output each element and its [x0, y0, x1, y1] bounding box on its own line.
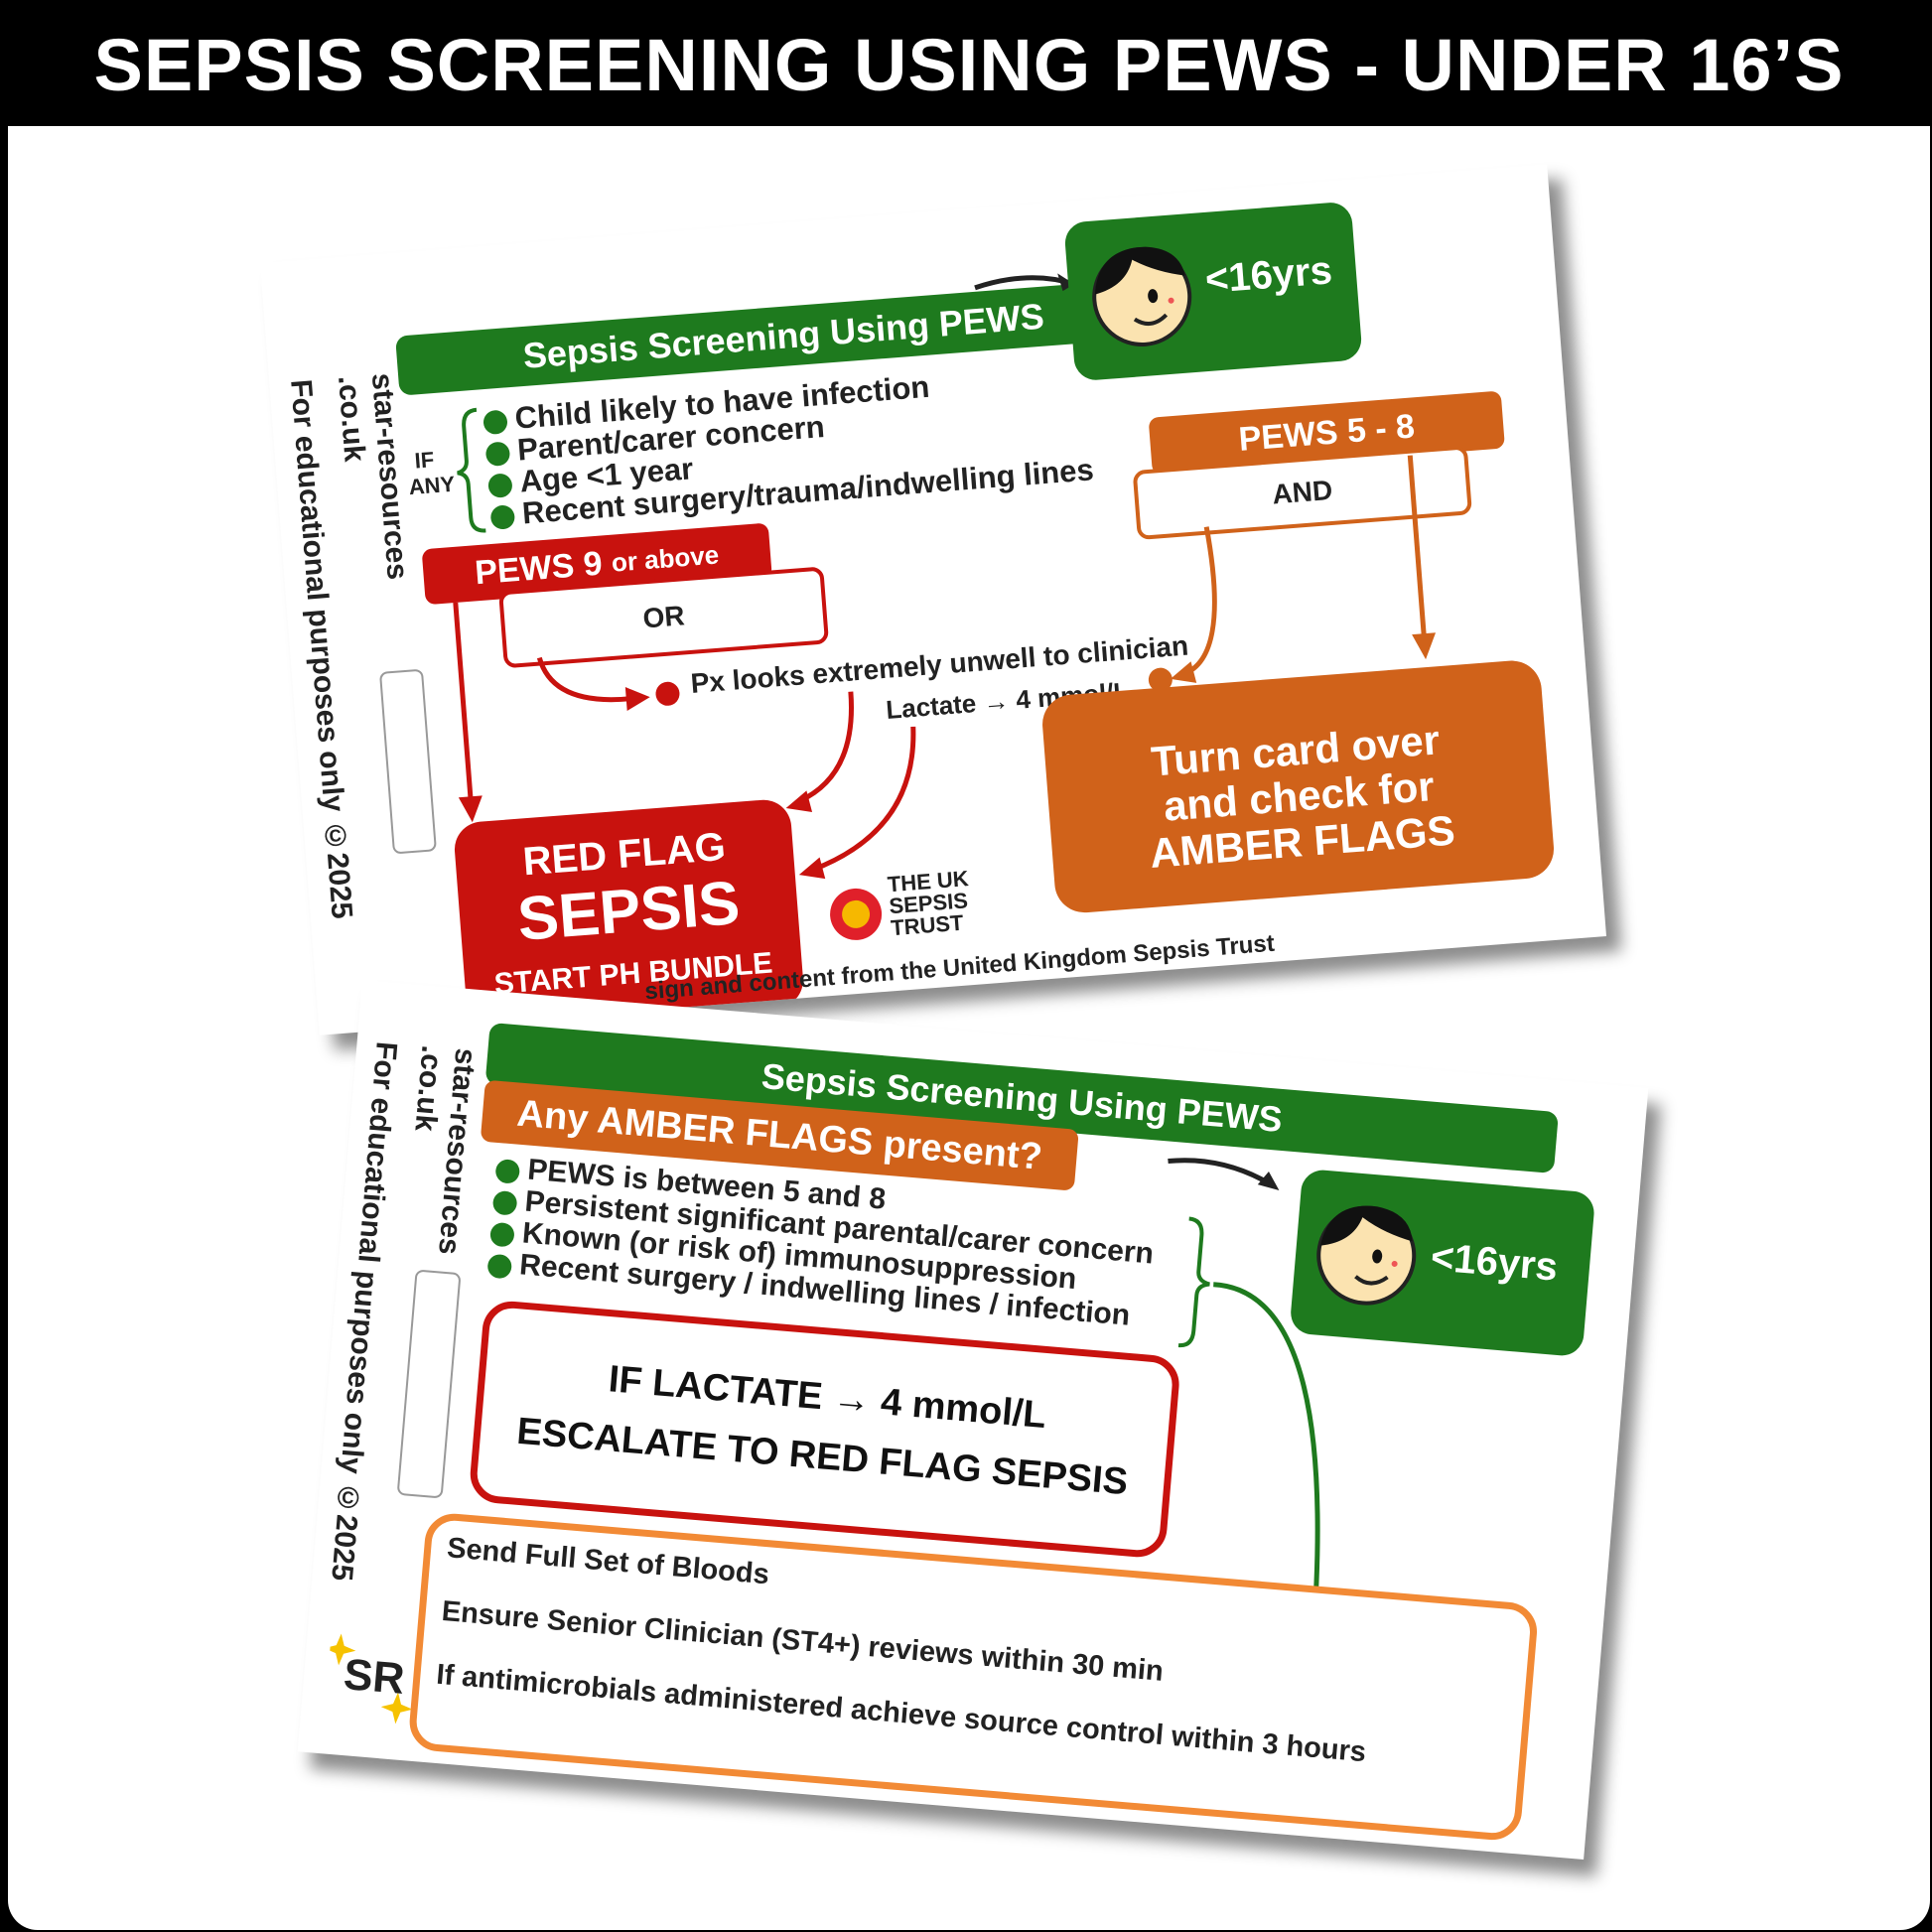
star-sparkle-icon: [324, 1633, 413, 1725]
back-age-box: <16yrs: [1289, 1168, 1596, 1358]
front-card: For educational purposes only ©2025 .co.…: [259, 164, 1607, 1035]
action-item: Send Full Set of Bloods: [445, 1532, 770, 1591]
back-card: For educational purposes only ©2025 .co.…: [297, 979, 1649, 1861]
sepsis-trust-logo-icon: [830, 888, 883, 940]
page-title: SEPSIS SCREENING USING PEWS - UNDER 16’S: [93, 23, 1845, 106]
sepsis-trust-text: THE UK SEPSIS TRUST: [887, 866, 973, 940]
child-face-icon: [1092, 246, 1192, 346]
front-age-box: <16yrs: [1063, 201, 1363, 382]
action-item: If antimicrobials administered achieve s…: [435, 1658, 1368, 1769]
front-bracket: [457, 407, 486, 533]
front-flow-arrows: [453, 455, 1437, 880]
back-arrow-right: [1168, 1158, 1280, 1190]
turn-card-box: Turn card over and check for AMBER FLAGS: [1039, 658, 1557, 915]
sr-logo: SR: [324, 1633, 413, 1725]
child-face-icon: [1316, 1205, 1417, 1306]
